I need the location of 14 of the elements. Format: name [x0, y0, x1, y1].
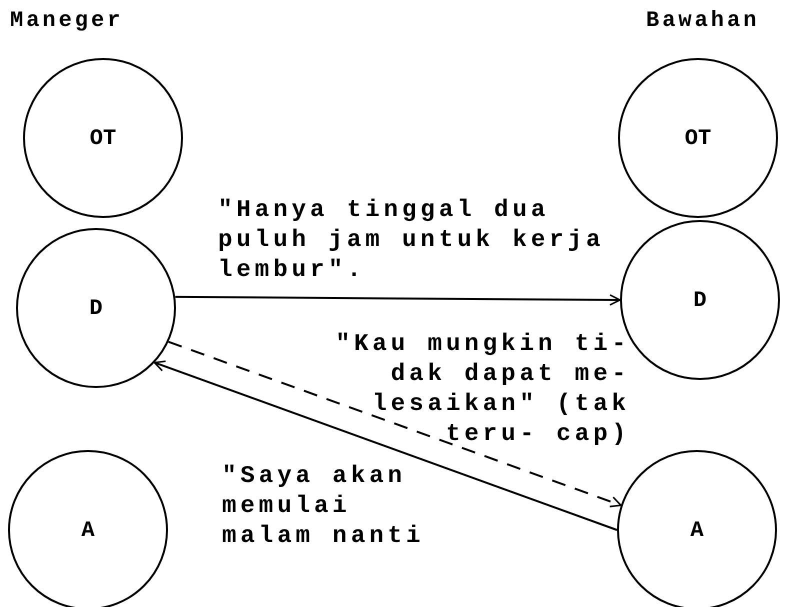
- arrow: [175, 294, 621, 306]
- edge-label: "Kau mungkin ti- dak dapat me- lesaikan" (tak teru- cap): [334, 330, 630, 450]
- arrow: [154, 360, 618, 531]
- column-heading: Maneger: [10, 7, 124, 35]
- dashed-arrow: [168, 340, 622, 508]
- node-label: A: [81, 516, 95, 544]
- edge-label: "Saya akan memulai malam nanti: [222, 462, 426, 552]
- edge-label: "Hanya tinggal dua puluh jam untuk kerja lembur".: [218, 196, 606, 286]
- node-label: A: [690, 516, 704, 544]
- node-label: D: [693, 286, 707, 314]
- node-label: OT: [90, 124, 116, 152]
- node-label: D: [89, 294, 103, 322]
- node-label: OT: [684, 124, 712, 152]
- column-heading: Bawahan: [646, 7, 760, 35]
